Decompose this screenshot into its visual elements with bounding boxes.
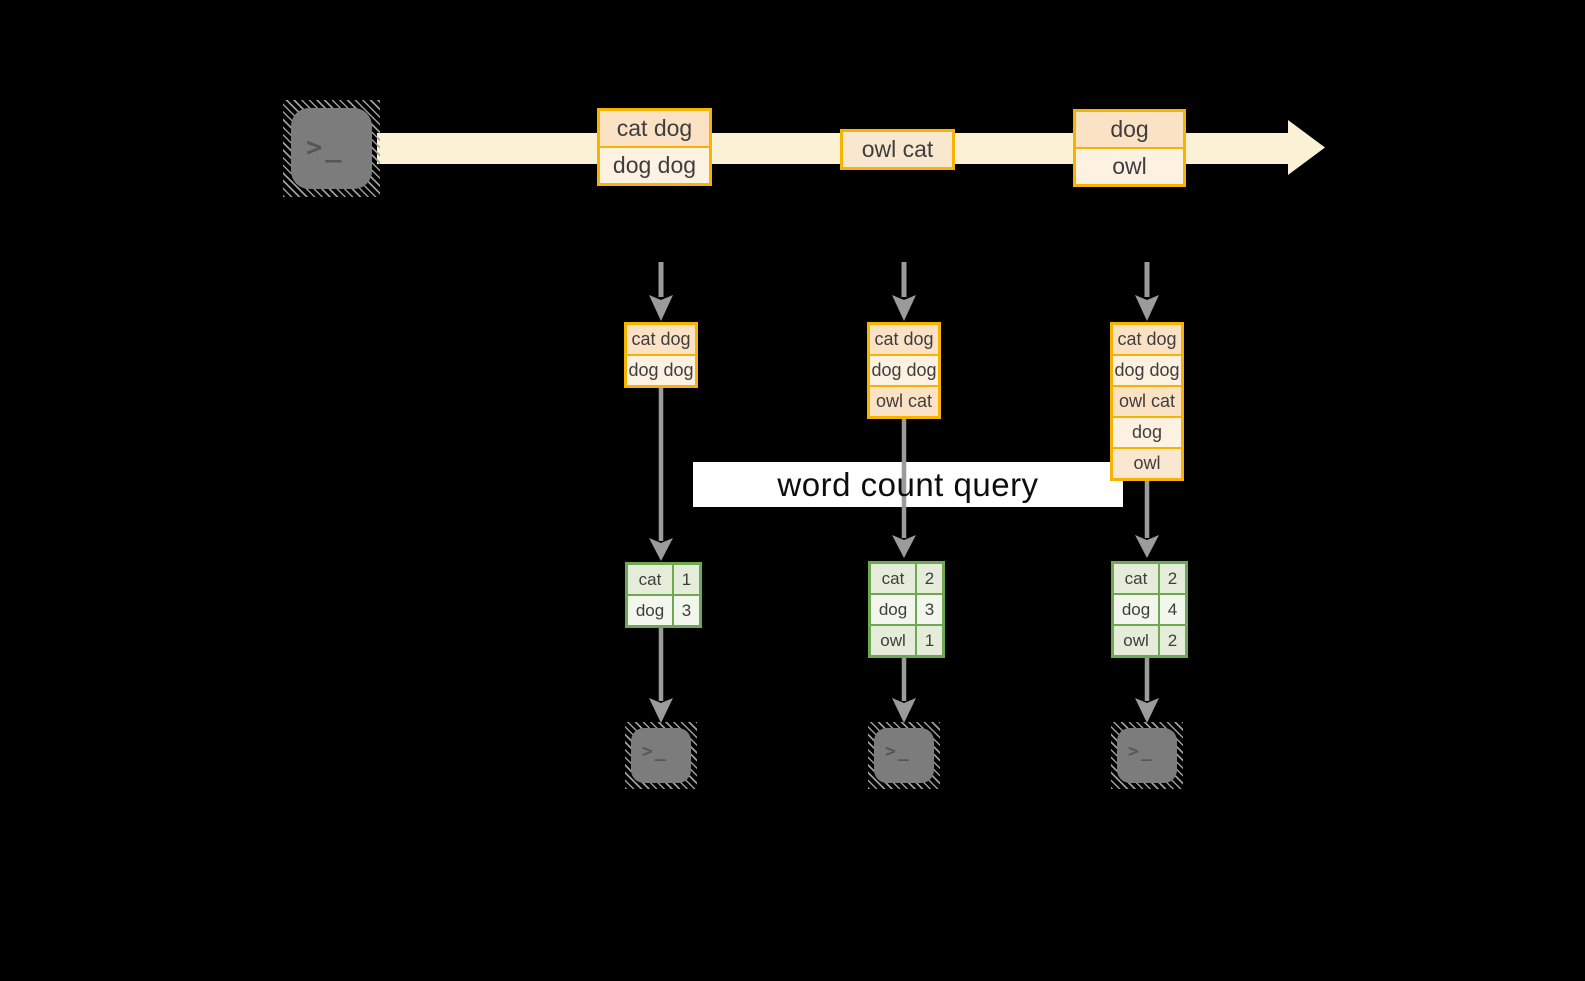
query-banner-label: word count query — [777, 465, 1039, 503]
message-line: owl cat — [843, 132, 952, 167]
message-line: owl — [1076, 149, 1183, 184]
count-row: cat 2 — [1114, 564, 1185, 593]
count-word: dog — [628, 596, 672, 625]
process-arrow — [649, 388, 1159, 561]
count-value: 1 — [674, 565, 699, 594]
terminal-screen: >_ — [874, 728, 934, 783]
buffer-item: owl — [1113, 449, 1181, 478]
stream-message-3: dog owl — [1073, 109, 1186, 187]
count-word: dog — [1114, 595, 1158, 624]
ingest-arrow — [649, 262, 1159, 321]
count-table-2: cat 2 dog 3 owl 1 — [868, 561, 945, 658]
count-row: cat 2 — [871, 564, 942, 593]
buffer-item: cat dog — [1113, 325, 1181, 354]
prompt-glyph: >_ — [642, 741, 668, 762]
count-row: dog 4 — [1114, 595, 1185, 624]
message-line: dog — [1076, 112, 1183, 147]
count-value: 1 — [917, 626, 942, 655]
terminal-screen: >_ — [1117, 728, 1177, 783]
count-value: 3 — [917, 595, 942, 624]
count-row: owl 1 — [871, 626, 942, 655]
buffer-item: cat dog — [870, 325, 938, 354]
buffer-item: cat dog — [627, 325, 695, 354]
count-word: owl — [871, 626, 915, 655]
count-word: dog — [871, 595, 915, 624]
buffer-item: dog dog — [627, 356, 695, 385]
terminal-screen: >_ — [291, 108, 372, 189]
message-line: dog dog — [600, 148, 709, 183]
terminal-screen: >_ — [631, 728, 691, 783]
count-word: cat — [628, 565, 672, 594]
buffer-item: dog dog — [1113, 356, 1181, 385]
count-word: cat — [871, 564, 915, 593]
buffer-item: owl cat — [1113, 387, 1181, 416]
count-row: cat 1 — [628, 565, 699, 594]
buffer-item: dog — [1113, 418, 1181, 447]
count-word: owl — [1114, 626, 1158, 655]
terminal-output-icon: >_ — [625, 722, 697, 789]
count-row: owl 2 — [1114, 626, 1185, 655]
terminal-source-icon: >_ — [283, 100, 380, 197]
prompt-glyph: >_ — [885, 741, 911, 762]
buffer-stack-1: cat dog dog dog — [624, 322, 698, 388]
stream-message-2: owl cat — [840, 129, 955, 170]
message-line: cat dog — [600, 111, 709, 146]
count-word: cat — [1114, 564, 1158, 593]
query-banner — [693, 462, 1123, 507]
prompt-glyph: >_ — [1128, 741, 1154, 762]
prompt-glyph: >_ — [306, 132, 345, 163]
buffer-item: dog dog — [870, 356, 938, 385]
count-value: 2 — [1160, 626, 1185, 655]
stream-message-1: cat dog dog dog — [597, 108, 712, 186]
buffer-item: owl cat — [870, 387, 938, 416]
count-value: 3 — [674, 596, 699, 625]
terminal-output-icon: >_ — [1111, 722, 1183, 789]
buffer-stack-3: cat dog dog dog owl cat dog owl — [1110, 322, 1184, 481]
buffer-stack-2: cat dog dog dog owl cat — [867, 322, 941, 419]
count-value: 2 — [917, 564, 942, 593]
count-value: 2 — [1160, 564, 1185, 593]
count-row: dog 3 — [871, 595, 942, 624]
count-table-3: cat 2 dog 4 owl 2 — [1111, 561, 1188, 658]
emit-arrow — [649, 628, 1159, 723]
count-value: 4 — [1160, 595, 1185, 624]
count-row: dog 3 — [628, 596, 699, 625]
terminal-output-icon: >_ — [868, 722, 940, 789]
count-table-1: cat 1 dog 3 — [625, 562, 702, 628]
